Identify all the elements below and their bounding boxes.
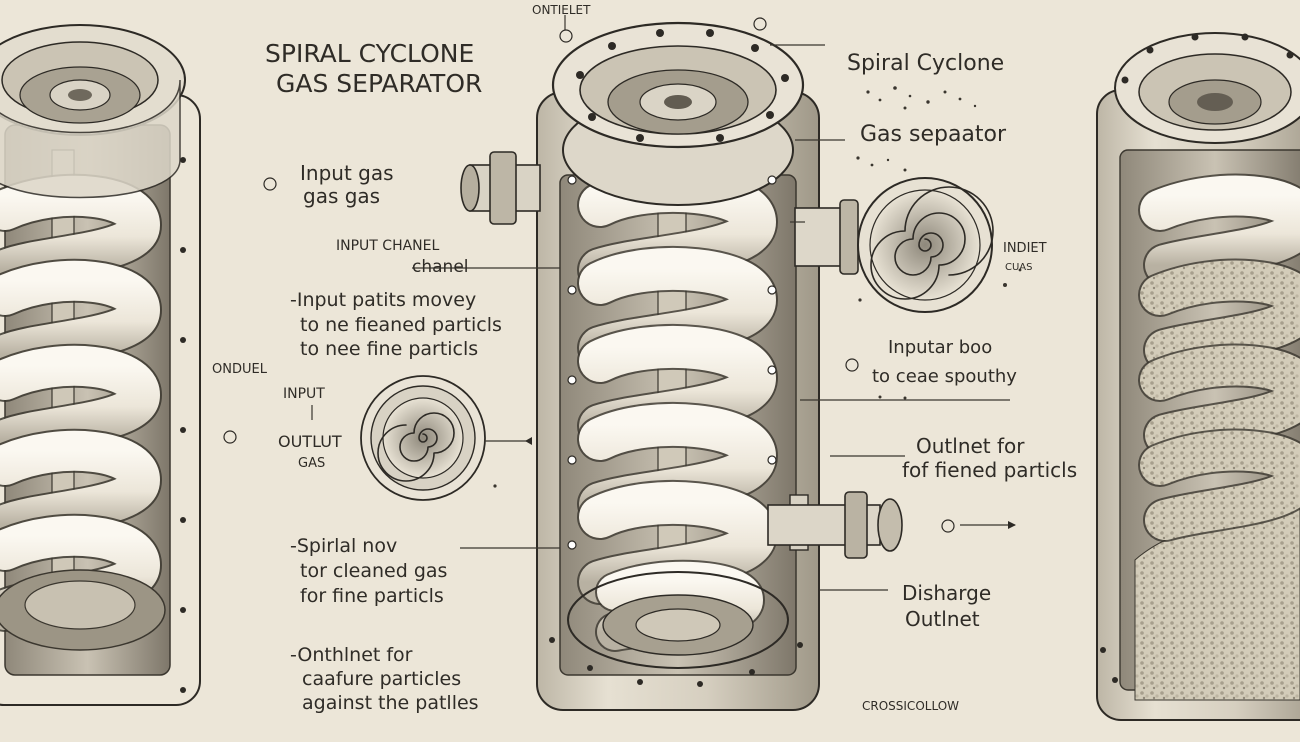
- title-line-1: SPIRAL CYCLONE: [265, 39, 474, 68]
- label-spirlal-1: -Spirlal nov: [290, 535, 397, 557]
- footer-label: CROSSICOLLOW: [862, 699, 959, 713]
- left-cylinder: [0, 24, 201, 706]
- label-inputar-1: Inputar boo: [888, 337, 992, 358]
- label-input-partits-2: to ne fieaned particls: [300, 314, 502, 336]
- center-cylinder: [460, 21, 903, 711]
- right-cylinder: [1096, 32, 1300, 721]
- label-input-gas-1: Input gas: [300, 161, 394, 185]
- label-onthlnet-1: -Onthlnet for: [290, 644, 413, 666]
- label-input-partits-1: -Input patits movey: [290, 289, 476, 311]
- label-right-heading-1: Spiral Cyclone: [847, 51, 1004, 76]
- label-right-heading-2: Gas sepaator: [860, 122, 1007, 147]
- center-coil: [577, 168, 779, 652]
- label-disharge-1: Disharge: [902, 581, 991, 605]
- label-inputar-2: to ceae spouthy: [872, 366, 1017, 387]
- label-spirlal-3: for fine particls: [300, 585, 444, 607]
- label-gas-small: GAS: [298, 456, 325, 471]
- label-input-small: INPUT: [283, 386, 325, 402]
- label-cuas: CUAS: [1005, 262, 1033, 273]
- title-line-2: GAS SEPARATOR: [276, 69, 482, 98]
- leader-lines: [311, 15, 1015, 591]
- label-input-partits-3: to nee fine particls: [300, 338, 478, 360]
- label-spirlal-2: tor cleaned gas: [300, 560, 447, 582]
- label-input-chanel: INPUT CHANEL: [336, 238, 439, 254]
- arrow-head: [1008, 521, 1016, 529]
- particle-scatter: [493, 86, 1022, 488]
- label-onduel: ONDUEL: [212, 362, 268, 377]
- label-top-center: ONTIELET: [532, 3, 591, 17]
- label-outlut: OUTLUT: [278, 432, 342, 451]
- label-chanel: chanel: [412, 257, 469, 277]
- label-disharge-2: Outlnet: [905, 607, 980, 631]
- label-outlnet-2: fof fiened particls: [902, 458, 1077, 482]
- left-coil: [0, 173, 163, 632]
- arrow-head: [525, 437, 532, 445]
- label-input-gas-2: gas gas: [303, 184, 380, 208]
- swirl-detail-left: [360, 375, 486, 501]
- label-outlnet-1: Outlnet for: [916, 434, 1025, 458]
- swirl-detail-right: [857, 177, 994, 313]
- label-indiet: INDIET: [1003, 241, 1047, 256]
- label-onthlnet-3: against the patlles: [302, 692, 479, 714]
- small-markers: [223, 17, 955, 533]
- label-onthlnet-2: caafure particles: [302, 668, 461, 690]
